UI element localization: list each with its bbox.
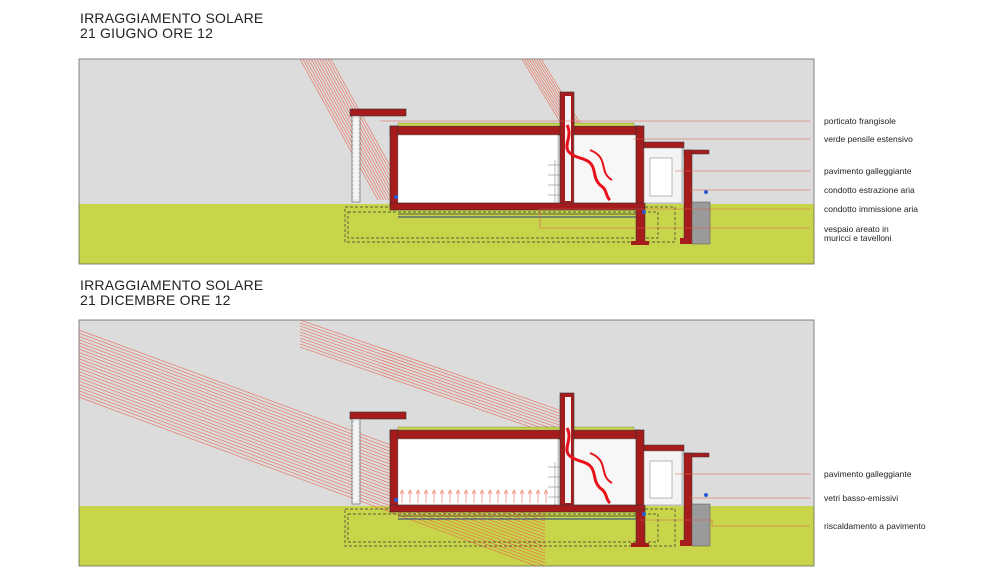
heat-arrow-head: [503, 489, 509, 495]
label-pavimento: pavimento galleggiante: [824, 166, 912, 176]
air-arrows: [394, 493, 708, 516]
label-condotto-estrazione: condotto estrazione aria: [824, 185, 915, 195]
section-title-december: IRRAGGIAMENTO SOLARE 21 DICEMBRE ORE 12: [80, 278, 263, 308]
sun-ray: [299, 346, 566, 440]
sun-ray: [79, 393, 546, 566]
label-vespaio-1: vespaio areato in: [824, 224, 889, 234]
label-porticato: porticato frangisole: [824, 116, 896, 126]
sun-ray: [79, 371, 546, 544]
air-flow-secondary: [589, 452, 613, 484]
sun-ray: [79, 384, 546, 557]
heat-arrow-head: [423, 489, 429, 495]
panel-frame: [78, 58, 815, 265]
heat-arrow-head: [439, 489, 445, 495]
sun-ray: [299, 328, 566, 422]
annotation-labels: porticato frangisole verde pensile esten…: [824, 116, 918, 243]
heat-arrow-head: [519, 489, 525, 495]
leader-lines: [380, 120, 810, 229]
porch-frangisole: [349, 411, 407, 505]
heat-arrow-head: [447, 489, 453, 495]
sun-ray: [79, 377, 546, 551]
sun-ray: [299, 343, 566, 437]
annotation-labels: pavimento galleggiante vetri basso-emiss…: [824, 469, 926, 531]
december-section-panel: pavimento galleggiante vetri basso-emiss…: [78, 319, 926, 567]
sun-ray: [79, 380, 546, 554]
building-section: [389, 392, 711, 547]
sun-ray: [299, 331, 566, 425]
heat-arrow-head: [463, 489, 469, 495]
sun-ray: [79, 387, 546, 560]
title-line-2: 21 GIUGNO ORE 12: [80, 25, 214, 41]
sun-ray: [302, 59, 382, 201]
heat-arrow-head: [471, 489, 477, 495]
sun-ray: [79, 374, 546, 548]
heat-arrow-head: [527, 489, 533, 495]
heat-arrow-head: [455, 489, 461, 495]
sun-ray: [305, 59, 384, 201]
label-vespaio-2: muricci e tavelloni: [824, 233, 892, 243]
heat-arrow-head: [479, 489, 485, 495]
heat-arrow-head: [431, 489, 437, 495]
label-riscaldamento: riscaldamento a pavimento: [824, 521, 926, 531]
sun-ray: [310, 59, 390, 201]
air-extraction-flow: [565, 124, 612, 202]
sun-ray: [299, 334, 566, 428]
sun-ray: [299, 59, 379, 201]
heat-arrow-head: [399, 489, 405, 495]
label-verde-pensile: verde pensile estensivo: [824, 134, 913, 144]
sun-ray: [299, 340, 566, 434]
leader-lines: [640, 473, 810, 527]
air-extraction-flow: [565, 427, 612, 505]
air-flow-secondary: [589, 149, 613, 181]
heat-arrow-head: [535, 489, 541, 495]
sun-ray: [299, 320, 566, 413]
heat-arrow-head: [543, 489, 549, 495]
heat-arrow-head: [487, 489, 493, 495]
title-line-1: IRRAGGIAMENTO SOLARE: [80, 10, 264, 26]
title-line-2: 21 DICEMBRE ORE 12: [80, 292, 231, 308]
sun-ray: [521, 59, 566, 131]
heat-arrow-head: [495, 489, 501, 495]
heat-arrow-head: [415, 489, 421, 495]
sun-ray: [299, 337, 566, 431]
panel-frame: [78, 319, 815, 567]
title-line-1: IRRAGGIAMENTO SOLARE: [80, 277, 264, 293]
sun-ray: [322, 59, 401, 201]
sun-ray: [308, 59, 387, 201]
porch-frangisole: [349, 108, 407, 203]
heat-arrow-head: [511, 489, 517, 495]
air-arrows: [394, 190, 708, 214]
heat-arrow-head: [407, 489, 413, 495]
sun-ray: [299, 322, 566, 416]
sun-rays-chimney: [299, 320, 566, 440]
sun-ray: [79, 390, 546, 564]
floor-heating-arrows: [399, 489, 549, 503]
label-vetri: vetri basso-emissivi: [824, 493, 898, 503]
section-title-june: IRRAGGIAMENTO SOLARE 21 GIUGNO ORE 12: [80, 11, 263, 41]
sun-ray: [79, 396, 538, 566]
june-section-panel: porticato frangisole verde pensile esten…: [78, 58, 918, 265]
label-pavimento: pavimento galleggiante: [824, 469, 912, 479]
sun-ray: [299, 325, 566, 419]
label-condotto-immissione: condotto immissione aria: [824, 204, 918, 214]
